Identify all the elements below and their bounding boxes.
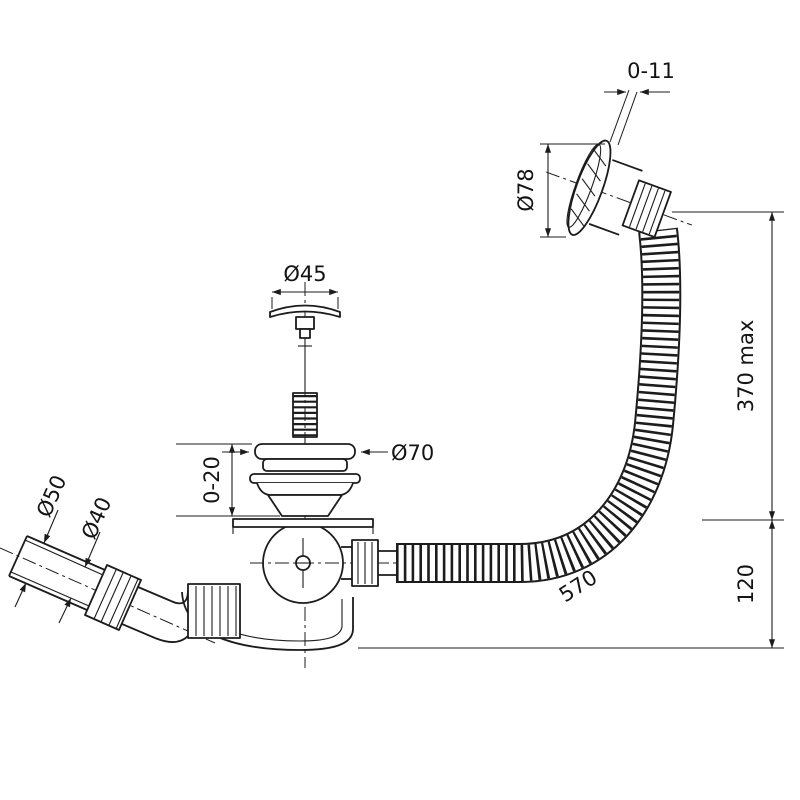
- dim-inlet-outer: Ø50: [14, 472, 72, 608]
- flange-assembly: [249, 443, 361, 517]
- label-inlet-outer: Ø50: [32, 472, 72, 521]
- label-overflow-diameter: Ø78: [514, 168, 538, 211]
- dim-trap-height: 120: [358, 520, 784, 649]
- dim-height-adjust: 0-20: [176, 443, 280, 517]
- dim-max-height: 370 max: [672, 211, 784, 521]
- label-trap-height: 120: [734, 564, 758, 604]
- corrugated-hose: [396, 227, 682, 583]
- overflow-fitting: [546, 139, 693, 238]
- label-plug-diameter: Ø45: [283, 262, 326, 286]
- label-inlet-inner: Ø40: [77, 494, 117, 543]
- label-overflow-gap: 0-11: [627, 59, 675, 83]
- inlet-pipe: [0, 535, 216, 644]
- dim-flange-diameter: Ø70: [222, 441, 434, 465]
- dim-overflow-diameter: Ø78: [514, 143, 605, 238]
- plug-assembly: [269, 304, 341, 392]
- dim-overflow-gap: 0-11: [604, 59, 675, 146]
- spring: [292, 392, 318, 443]
- label-flange-diameter: Ø70: [391, 441, 434, 465]
- dim-plug-diameter: Ø45: [271, 262, 339, 309]
- elbow-union-nut: [187, 583, 241, 639]
- label-max-height: 370 max: [734, 320, 758, 413]
- label-height-adjust: 0-20: [200, 456, 224, 504]
- trap-body: [181, 518, 398, 651]
